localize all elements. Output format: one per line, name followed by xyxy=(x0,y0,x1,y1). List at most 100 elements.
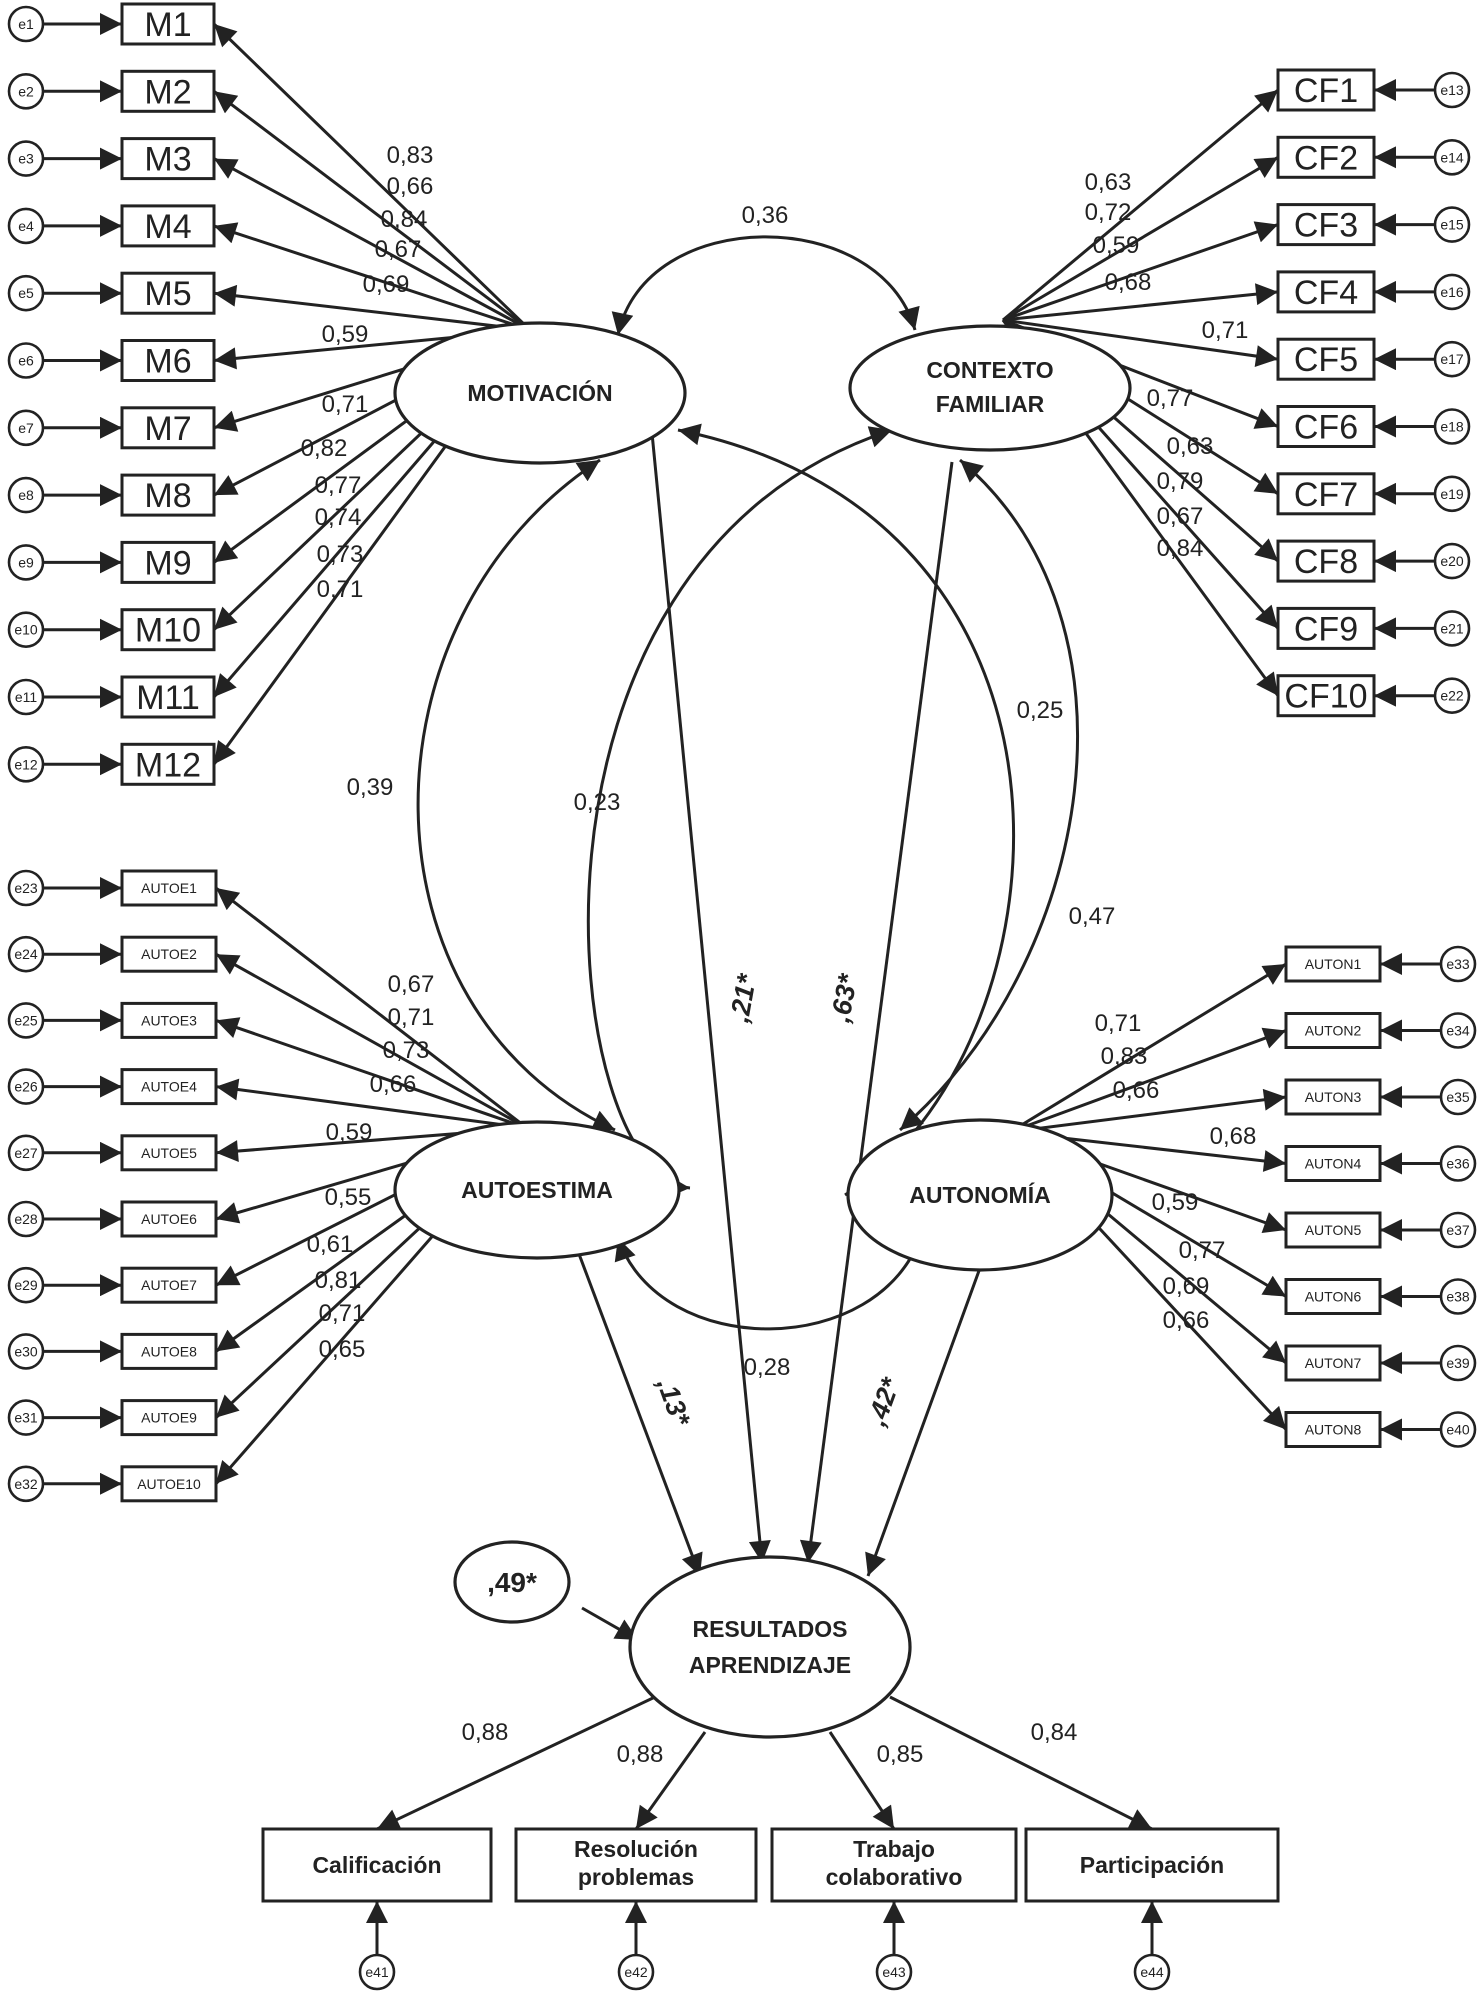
cov-label-autoestima-autonomia: 0,28 xyxy=(744,1354,791,1381)
indicator-box xyxy=(120,1332,218,1370)
loading-label: 0,59 xyxy=(326,1119,373,1146)
error-term-label: e2 xyxy=(18,83,34,99)
cov-label-motivacion-autonomia: 0,47 xyxy=(1069,903,1116,930)
latent-contexto-familiar[interactable]: CONTEXTO FAMILIAR xyxy=(848,324,1132,452)
cov-contexto-autonomia xyxy=(899,458,1080,1132)
latent-autoestima[interactable]: AUTOESTIMA xyxy=(393,1120,681,1260)
loading-label: 0,73 xyxy=(317,541,364,568)
error-term-label: e8 xyxy=(18,487,34,503)
loading-label: 0,71 xyxy=(317,576,364,603)
indicator-box xyxy=(1276,203,1376,247)
indicator-box xyxy=(120,742,216,786)
latent-autonomia[interactable]: AUTONOMÍA xyxy=(846,1118,1114,1272)
indicator-label: AUTON6 xyxy=(1305,1289,1362,1305)
loading-label: 0,71 xyxy=(322,391,369,418)
indicator-label: AUTON2 xyxy=(1305,1023,1362,1039)
correlation-labels: 0,36 0,39 0,23 0,25 0,47 0,28 xyxy=(347,202,1116,1381)
loading-arrow xyxy=(215,1078,528,1130)
indicator-label: AUTON5 xyxy=(1305,1222,1362,1238)
loading-arrow xyxy=(634,1731,707,1830)
error-term-label: e35 xyxy=(1446,1089,1470,1105)
error-term-label: e7 xyxy=(18,420,34,436)
indicator-label: AUTOE3 xyxy=(141,1012,197,1028)
loading-arrow xyxy=(1009,1027,1287,1134)
indicator-box xyxy=(1276,337,1376,381)
loading-label: 0,84 xyxy=(1157,535,1204,562)
indicator-label: CF1 xyxy=(1294,72,1358,110)
indicator-label: AUTON7 xyxy=(1305,1355,1362,1371)
cov-motivacion-autonomia xyxy=(677,423,1015,1197)
structural-paths xyxy=(571,432,982,1642)
error-term-label: e25 xyxy=(14,1012,38,1028)
error-term-label: e14 xyxy=(1440,149,1464,165)
error-term-label: e24 xyxy=(14,946,38,962)
cov-autoestima-autonomia xyxy=(614,1232,926,1331)
error-term-label: e17 xyxy=(1440,351,1464,367)
latent-motivacion[interactable]: MOTIVACIÓN xyxy=(393,321,687,465)
error-term xyxy=(1133,1953,1171,1991)
error-term-label: e16 xyxy=(1440,284,1464,300)
error-term-label: e13 xyxy=(1440,82,1464,98)
residual-resultados[interactable]: ,49* xyxy=(453,1540,571,1624)
indicator-label: AUTOE9 xyxy=(141,1410,197,1426)
indicator-label: AUTOE5 xyxy=(141,1145,197,1161)
cov-label-motivacion-contexto: 0,36 xyxy=(742,202,789,229)
loading-arrow xyxy=(215,1017,528,1130)
error-term-label: e11 xyxy=(15,689,38,705)
indicator-label: M2 xyxy=(144,73,191,111)
error-term-label: e1 xyxy=(18,16,34,32)
path-autoestima-resultados xyxy=(571,1237,703,1577)
coef-autonomia: ,42* xyxy=(861,1373,906,1431)
loading-arrow xyxy=(1002,221,1279,322)
loading-label: 0,84 xyxy=(381,206,428,233)
loading-label: 0,77 xyxy=(315,472,362,499)
latent-resultados-label-2: APRENDIZAJE xyxy=(689,1652,851,1678)
indicator-label: Calificación xyxy=(312,1852,441,1878)
loading-label: 0,83 xyxy=(1101,1043,1148,1070)
latent-resultados-aprendizaje[interactable]: RESULTADOS APRENDIZAJE xyxy=(628,1555,912,1739)
loading-label: 0,82 xyxy=(301,435,348,462)
loading-label: 0,88 xyxy=(617,1741,664,1768)
indicator-box xyxy=(1284,1145,1382,1182)
indicator-label: M12 xyxy=(135,746,201,784)
cov-motivacion-autoestima xyxy=(416,458,616,1132)
path-contexto-resultados xyxy=(799,461,954,1564)
loading-label: 0,71 xyxy=(1095,1010,1142,1037)
loading-arrow xyxy=(828,1731,896,1830)
indicator-label: AUTOE7 xyxy=(141,1277,197,1293)
